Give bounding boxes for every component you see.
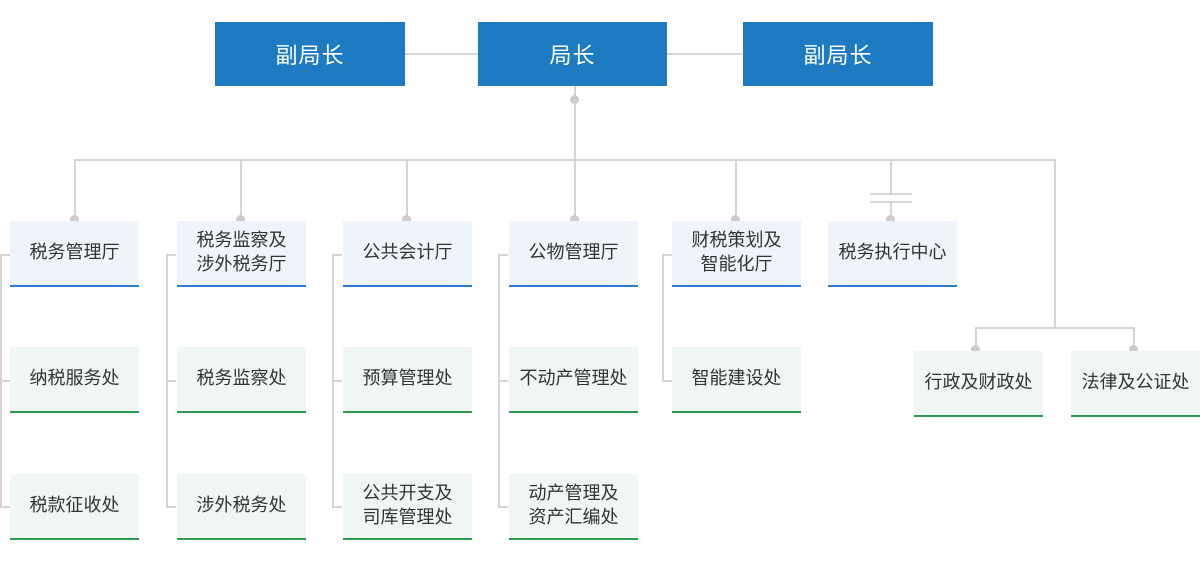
sub-unit: 动产管理及 资产汇编处 <box>509 474 638 540</box>
sub-bracket <box>0 254 10 256</box>
sub-bracket <box>166 254 176 256</box>
sub-bracket <box>662 254 672 256</box>
sub-unit: 涉外税务处 <box>177 474 306 540</box>
office-branch-vertical <box>1054 159 1056 329</box>
drop-dot <box>402 215 411 224</box>
drop-dot <box>971 345 980 354</box>
sub-unit-label: 税款征收处 <box>29 495 120 516</box>
department-head: 税务管理厅 <box>10 221 139 287</box>
drop-line <box>890 202 892 221</box>
drop-line <box>574 159 576 221</box>
sub-bracket <box>662 380 672 382</box>
sub-unit: 公共开支及 司库管理处 <box>343 474 472 540</box>
sub-unit-label: 涉外税务处 <box>196 495 287 516</box>
drop-dot <box>570 215 579 224</box>
sub-unit: 税款征收处 <box>10 474 139 540</box>
drop-dot <box>70 215 79 224</box>
sub-unit: 纳税服务处 <box>10 347 139 413</box>
department-head-label: 公共会计厅 <box>362 242 453 263</box>
drop-line <box>240 159 242 221</box>
sub-bracket <box>166 380 176 382</box>
sub-bracket <box>332 254 342 256</box>
sub-unit-label: 税务监察处 <box>196 368 287 389</box>
office-unit: 法律及公证处 <box>1071 351 1200 417</box>
trunk-dot <box>570 95 579 104</box>
deputy-director-right: 副局长 <box>743 22 933 86</box>
office-unit: 行政及财政处 <box>914 351 1043 417</box>
drop-dot <box>731 215 740 224</box>
department-head: 公物管理厅 <box>509 221 638 287</box>
sub-bracket <box>332 380 342 382</box>
drop-line <box>74 159 76 221</box>
sub-unit-label: 纳税服务处 <box>29 368 120 389</box>
department-head-label: 税务监察及 涉外税务厅 <box>196 230 287 275</box>
drop-line <box>406 159 408 221</box>
sub-bracket <box>498 380 508 382</box>
director: 局长 <box>478 22 667 86</box>
department-head: 财税策划及 智能化厅 <box>672 221 801 287</box>
sub-unit: 不动产管理处 <box>509 347 638 413</box>
drop-dot <box>236 215 245 224</box>
office-unit-label: 行政及财政处 <box>924 372 1033 393</box>
department-head: 公共会计厅 <box>343 221 472 287</box>
drop-dot <box>1129 345 1138 354</box>
sub-unit-label: 智能建设处 <box>691 368 782 389</box>
main-bus <box>74 159 1056 161</box>
sub-bracket <box>332 506 342 508</box>
sub-bracket <box>0 380 10 382</box>
sub-unit: 税务监察处 <box>177 347 306 413</box>
drop-line <box>735 159 737 221</box>
department-head-label: 财税策划及 智能化厅 <box>691 230 782 275</box>
sub-unit-label: 预算管理处 <box>362 368 453 389</box>
sub-bracket <box>166 506 176 508</box>
department-head-label: 税务执行中心 <box>838 242 947 263</box>
department-head-label: 税务管理厅 <box>29 242 120 263</box>
sub-unit-label: 不动产管理处 <box>519 368 628 389</box>
sub-bracket <box>0 506 10 508</box>
sub-unit: 智能建设处 <box>672 347 801 413</box>
drop-line <box>1133 327 1135 351</box>
drop-line <box>975 327 977 351</box>
drop-dot <box>886 215 895 224</box>
department-head-label: 公物管理厅 <box>528 242 619 263</box>
sub-unit-label: 公共开支及 司库管理处 <box>362 483 453 528</box>
sub-unit-label: 动产管理及 资产汇编处 <box>528 483 619 528</box>
dotted-break-top <box>870 193 912 195</box>
office-unit-label: 法律及公证处 <box>1081 372 1190 393</box>
sub-bracket <box>498 254 508 256</box>
sub-bracket <box>662 254 664 382</box>
drop-line <box>890 159 892 194</box>
department-head: 税务执行中心 <box>828 221 957 287</box>
department-head: 税务监察及 涉外税务厅 <box>177 221 306 287</box>
trunk-vertical <box>574 86 576 160</box>
sub-unit: 预算管理处 <box>343 347 472 413</box>
deputy-director-left: 副局长 <box>215 22 405 86</box>
office-branch-horizontal <box>975 327 1135 329</box>
sub-bracket <box>498 506 508 508</box>
